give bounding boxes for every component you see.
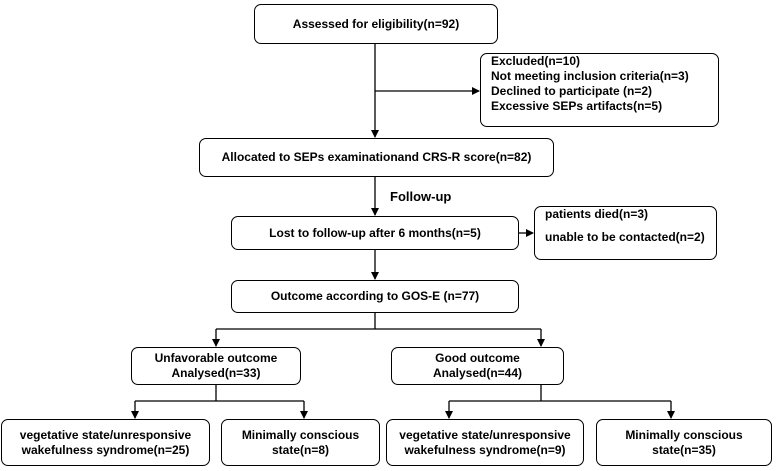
good-title: Good outcome [435,351,520,365]
allocated-text: Allocated to SEPs examinationand CRS-R s… [221,150,532,164]
excluded-reason-1: Not meeting inclusion criteria(n=3) [491,69,689,83]
unfavorable-box: Unfavorable outcome Analysed(n=33) [131,347,301,385]
followup-label: Follow-up [390,189,452,204]
assessed-box: Assessed for eligibility(n=92) [254,4,498,44]
unf-mcs-line1: Minimally conscious [241,427,360,442]
unf-vs-line1: vegetative state/unresponsive [19,427,192,442]
good-box: Good outcome Analysed(n=44) [391,347,564,385]
excluded-box: Excluded(n=10) Not meeting inclusion cri… [480,53,719,127]
outcome-text: Outcome according to GOS-E (n=77) [270,289,480,303]
good-mcs-box: Minimally conscious state(n=35) [596,419,772,466]
excluded-title: Excluded(n=10) [491,54,581,68]
outcome-box: Outcome according to GOS-E (n=77) [231,280,519,313]
excluded-reason-2: Declined to participate (n=2) [491,84,653,98]
good-vs-line1: vegetative state/unresponsive [399,427,571,442]
unf-mcs-line2: state(n=8) [271,442,330,457]
unf-mcs-box: Minimally conscious state(n=8) [221,419,380,466]
good-count: Analysed(n=44) [432,366,523,380]
unf-vs-box: vegetative state/unresponsive wakefulnes… [1,419,210,466]
good-vs-line2: wakefulness syndrome(n=9) [404,442,566,457]
good-mcs-line1: Minimally conscious [625,427,743,442]
lost-box: Lost to follow-up after 6 months(n=5) [231,216,519,250]
unfavorable-title: Unfavorable outcome [154,351,278,365]
unf-vs-line2: wakefulness syndrome(n=25) [21,442,190,457]
lost-reason-died: patients died(n=3) [545,207,649,221]
excluded-reason-3: Excessive SEPs artifacts(n=5) [491,99,663,113]
assessed-text: Assessed for eligibility(n=92) [292,16,460,31]
allocated-box: Allocated to SEPs examinationand CRS-R s… [199,138,554,177]
lost-reason-uncontacted: unable to be contacted(n=2) [545,230,705,244]
good-vs-box: vegetative state/unresponsive wakefulnes… [386,419,584,466]
lost-text: Lost to follow-up after 6 months(n=5) [269,225,481,240]
unfavorable-count: Analysed(n=33) [171,366,261,380]
good-mcs-line2: state(n=35) [652,442,716,457]
lost-reasons-box: patients died(n=3) unable to be contacte… [534,206,717,260]
